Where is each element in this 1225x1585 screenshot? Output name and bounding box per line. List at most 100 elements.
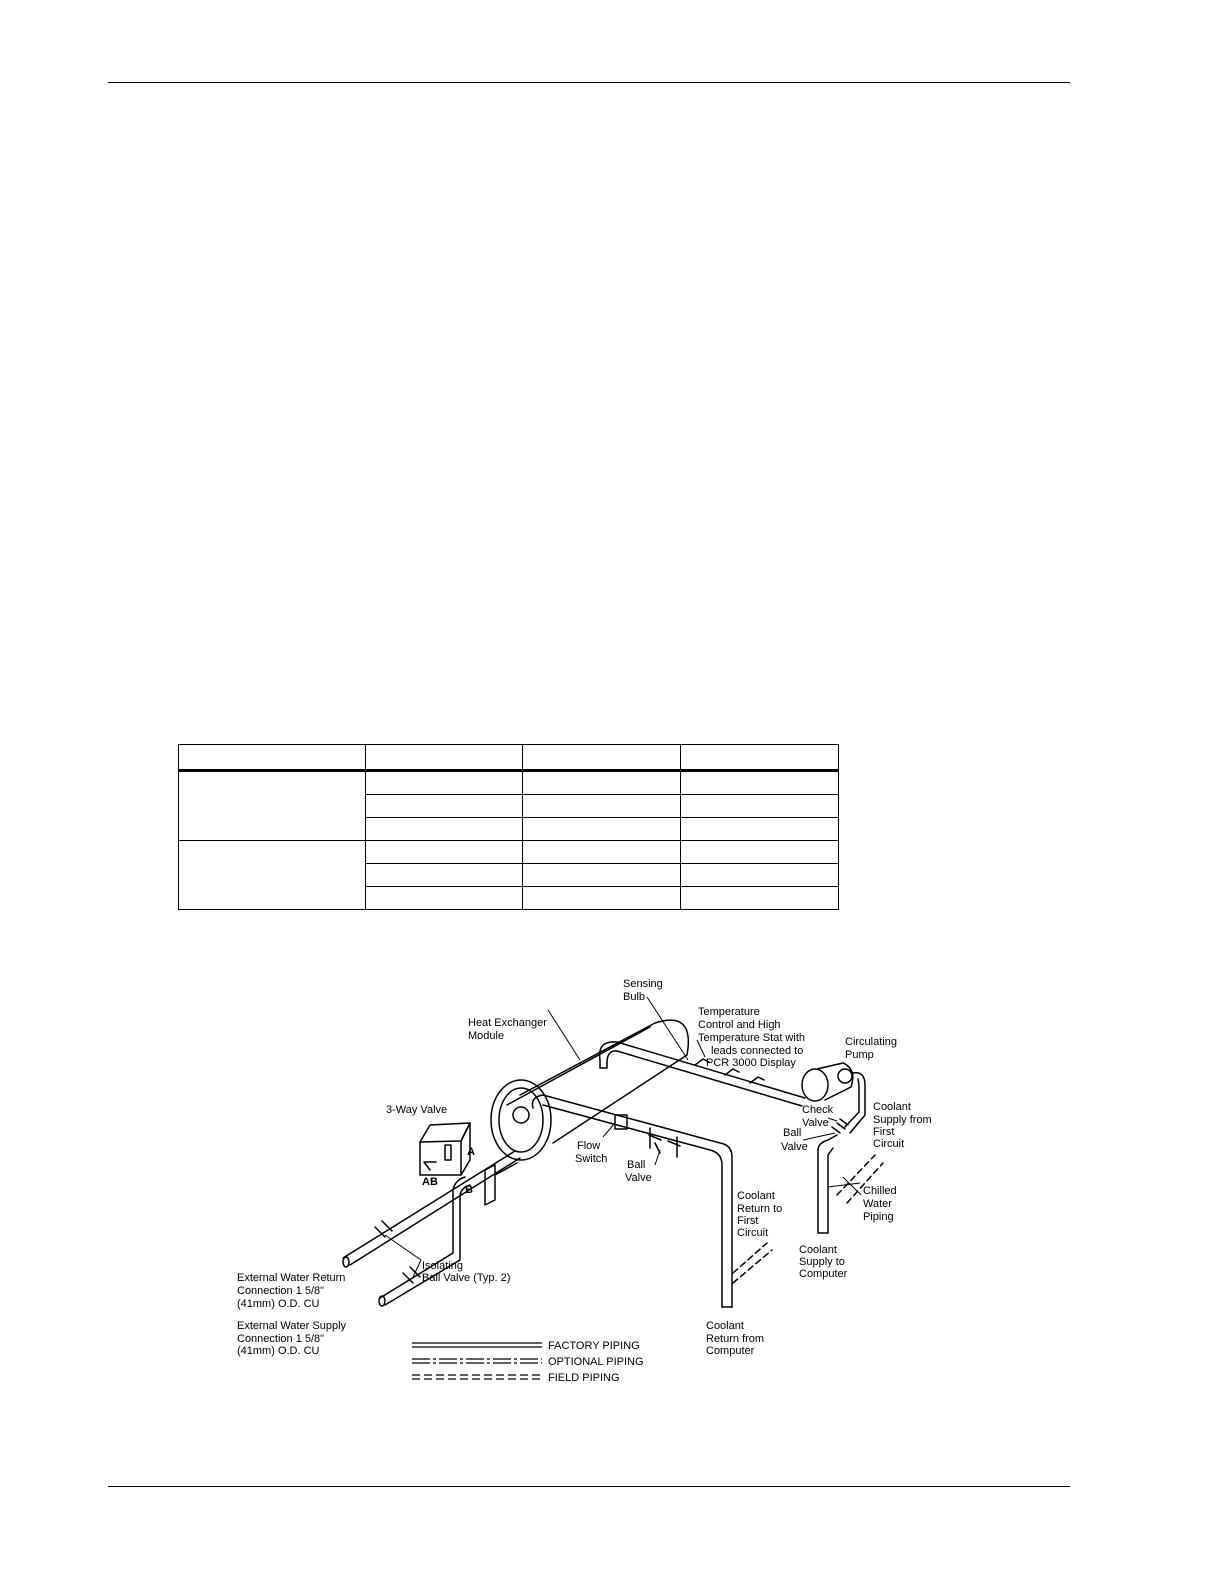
top-coolant-pipe [598, 1041, 806, 1107]
label-check-valve: Valve [802, 1117, 829, 1129]
header-rule [108, 82, 1070, 83]
label-flow-switch: Switch [575, 1153, 607, 1165]
table-cell [680, 794, 839, 818]
table-header-cell [680, 744, 839, 772]
label-heat-exchanger: Heat Exchanger [468, 1017, 547, 1029]
label-coolant-supply-computer: Coolant [799, 1244, 837, 1256]
isolating-ball-valves [374, 1220, 421, 1284]
label-coolant-supply-computer: Supply to [799, 1256, 845, 1268]
label-external-water-supply: (41mm) O.D. CU [237, 1345, 320, 1357]
label-coolant-return-first: Circuit [737, 1227, 768, 1239]
label-ball-valve-center: Valve [625, 1172, 652, 1184]
label-temperature-control: Temperature [698, 1006, 760, 1018]
return-first-circuit-dashed [732, 1242, 773, 1284]
table-cell [365, 886, 523, 910]
table-cell [680, 863, 839, 887]
legend-optional-piping: OPTIONAL PIPING [548, 1356, 644, 1368]
table-row [178, 840, 839, 910]
table-cell [522, 840, 681, 864]
three-way-valve [419, 1122, 471, 1176]
table-cell [680, 817, 839, 841]
table-row [179, 886, 839, 910]
leader-lines [384, 996, 862, 1278]
label-check-valve: Check [802, 1104, 834, 1116]
label-circulating-pump: Pump [845, 1049, 874, 1061]
coolant-supply-computer-pipe [817, 1134, 838, 1234]
ball-valve-center [648, 1127, 681, 1158]
label-ball-valve-right: Ball [783, 1127, 801, 1139]
label-ball-valve-right: Valve [781, 1141, 808, 1153]
label-isolating-valve: Isolating [422, 1260, 463, 1272]
table-cell [680, 886, 839, 910]
label-coolant-return-computer: Return from [706, 1333, 764, 1345]
table-cell [365, 817, 523, 841]
label-external-water-return: External Water Return [237, 1272, 345, 1284]
table-cell [365, 840, 523, 864]
table-cell [365, 770, 523, 795]
label-flow-switch: Flow [577, 1140, 600, 1152]
table-header-cell [365, 744, 523, 772]
table-header-cell [178, 744, 366, 772]
label-heat-exchanger: Module [468, 1030, 504, 1042]
label-temperature-control: PCR 3000 Display [706, 1057, 796, 1069]
label-coolant-return-first: Return to [737, 1203, 782, 1215]
pump-outlet-pipe [831, 1072, 866, 1134]
external-water-return-pipe [342, 1150, 521, 1268]
spec-table [178, 744, 839, 910]
label-coolant-return-computer: Coolant [706, 1320, 744, 1332]
label-port-ab: AB [422, 1176, 438, 1188]
label-chilled-water: Chilled [863, 1185, 897, 1197]
legend-field-piping: FIELD PIPING [548, 1372, 620, 1384]
table-cell [680, 770, 839, 795]
label-chilled-water: Water [863, 1198, 892, 1210]
table-row [179, 863, 839, 887]
table-cell [680, 840, 839, 864]
label-coolant-supply-first: Coolant [873, 1101, 911, 1113]
table-header-row [178, 744, 839, 772]
coolant-return-pipe [531, 1094, 733, 1308]
table-cell [365, 794, 523, 818]
label-ball-valve-center: Ball [627, 1159, 645, 1171]
footer-rule [108, 1486, 1070, 1487]
piping-diagram: Sensing Bulb Temperature Control and Hig… [237, 978, 932, 1384]
flow-switch [614, 1114, 628, 1130]
label-coolant-supply-first: First [873, 1126, 894, 1138]
label-coolant-return-first: Coolant [737, 1190, 775, 1202]
heat-exchanger-module [490, 1019, 689, 1161]
table-row [178, 770, 839, 841]
label-sensing-bulb: Sensing [623, 978, 663, 990]
label-temperature-control: leads connected to [711, 1045, 803, 1057]
legend-lines [412, 1342, 542, 1380]
label-port-b: B [465, 1184, 473, 1196]
label-temperature-control: Temperature Stat with [698, 1032, 805, 1044]
table-cell [365, 863, 523, 887]
table-cell [522, 886, 681, 910]
label-coolant-return-computer: Computer [706, 1345, 755, 1357]
table-group-cell [178, 840, 366, 910]
label-chilled-water: Piping [863, 1211, 894, 1223]
table-header-cell [522, 744, 681, 772]
label-circulating-pump: Circulating [845, 1036, 897, 1048]
circulating-pump [801, 1062, 854, 1102]
label-coolant-supply-first: Supply from [873, 1114, 932, 1126]
label-three-way-valve: 3-Way Valve [386, 1104, 447, 1116]
table-cell [522, 770, 681, 795]
label-isolating-valve: Ball Valve (Typ. 2) [422, 1272, 510, 1284]
table-cell [522, 794, 681, 818]
label-external-water-return: Connection 1 5/8" [237, 1285, 324, 1297]
table-cell [522, 817, 681, 841]
table-group-cell [178, 770, 366, 841]
label-external-water-supply: External Water Supply [237, 1320, 347, 1332]
label-coolant-supply-first: Circuit [873, 1138, 904, 1150]
label-temperature-control: Control and High [698, 1019, 781, 1031]
label-external-water-supply: Connection 1 5/8" [237, 1333, 324, 1345]
label-sensing-bulb: Bulb [623, 991, 645, 1003]
table-cell [522, 863, 681, 887]
chilled-water-piping [836, 1154, 884, 1204]
label-coolant-supply-computer: Computer [799, 1268, 848, 1280]
legend-factory-piping: FACTORY PIPING [548, 1340, 640, 1352]
label-coolant-return-first: First [737, 1215, 758, 1227]
label-external-water-return: (41mm) O.D. CU [237, 1298, 320, 1310]
label-port-a: A [467, 1146, 475, 1158]
external-water-supply-pipe [378, 1162, 518, 1307]
